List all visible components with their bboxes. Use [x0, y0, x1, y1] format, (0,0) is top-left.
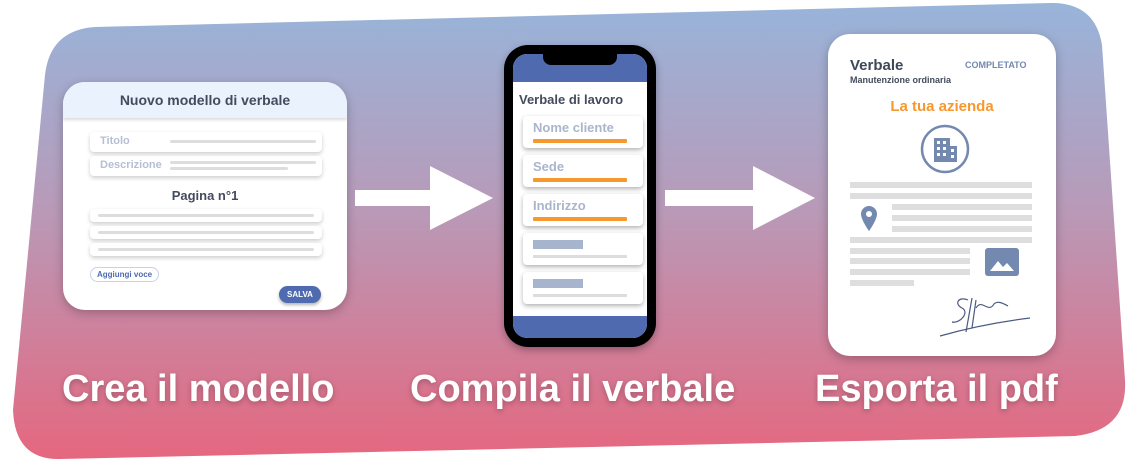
status-badge: COMPLETATO [965, 60, 1027, 70]
signature [939, 297, 1031, 337]
arrow-right-icon [355, 166, 493, 230]
arrow-right-icon [665, 166, 815, 230]
sede-field[interactable]: Sede [523, 155, 643, 187]
nome-cliente-field[interactable]: Nome cliente [523, 116, 643, 148]
item-row[interactable] [90, 226, 322, 239]
step-label-fill: Compila il verbale [410, 368, 736, 410]
item-row[interactable] [90, 243, 322, 256]
template-card: Nuovo modello di verbale Titolo Descrizi… [63, 82, 347, 310]
empty-field[interactable] [523, 233, 643, 265]
phone-notch [543, 54, 617, 65]
phone-footer-bar [513, 316, 647, 338]
building-icon [920, 124, 970, 174]
pdf-subtitle: Manutenzione ordinaria [850, 75, 952, 85]
indirizzo-field[interactable]: Indirizzo [523, 194, 643, 226]
item-row[interactable] [90, 209, 322, 222]
phone-form-title: Verbale di lavoro [519, 92, 624, 107]
add-item-button[interactable]: Aggiungi voce [90, 267, 160, 282]
pdf-title: Verbale [850, 57, 904, 74]
save-button[interactable]: SALVA [279, 286, 321, 303]
step-label-create: Crea il modello [62, 368, 335, 410]
title-field[interactable]: Titolo [90, 132, 322, 152]
page-label: Pagina n°1 [171, 188, 239, 203]
image-icon [985, 248, 1019, 276]
template-title: Nuovo modello di verbale [119, 92, 291, 108]
template-card-header [63, 82, 347, 118]
phone-mockup: Verbale di lavoro Nome cliente Sede Indi… [504, 45, 656, 347]
company-name: La tua azienda [890, 98, 994, 115]
pdf-document: Verbale Manutenzione ordinaria COMPLETAT… [828, 34, 1056, 356]
step-label-export: Esporta il pdf [815, 368, 1058, 410]
empty-field[interactable] [523, 272, 643, 304]
description-field[interactable]: Descrizione [90, 156, 322, 176]
location-pin-icon [861, 206, 877, 231]
